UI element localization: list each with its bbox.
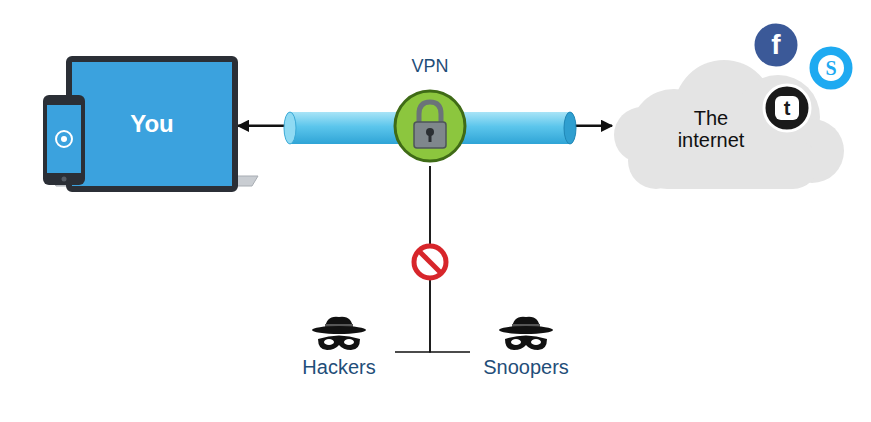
node-text: VPN <box>411 57 448 77</box>
node-text: Hackers <box>302 356 375 378</box>
node-text: The internet <box>663 107 759 151</box>
block-sign <box>414 246 446 278</box>
node-text: You <box>130 111 174 137</box>
node-text: Snoopers <box>483 356 569 378</box>
skype-icon <box>808 45 854 91</box>
snooper-figure: Snoopers <box>470 312 582 398</box>
icon-letter: S <box>821 56 841 80</box>
icon-letter: t <box>777 96 797 120</box>
facebook-icon <box>753 22 799 68</box>
hacker-figure: Hackers <box>283 312 395 398</box>
laptop-screen: You <box>66 56 238 192</box>
spy-icon <box>309 312 369 352</box>
padlock-icon <box>392 88 468 164</box>
icon-letter: f <box>762 29 790 61</box>
spy-icon <box>496 312 556 352</box>
twitter-icon <box>764 85 810 131</box>
phone-icon <box>42 94 86 186</box>
vpn-lock: VPN <box>390 57 470 166</box>
